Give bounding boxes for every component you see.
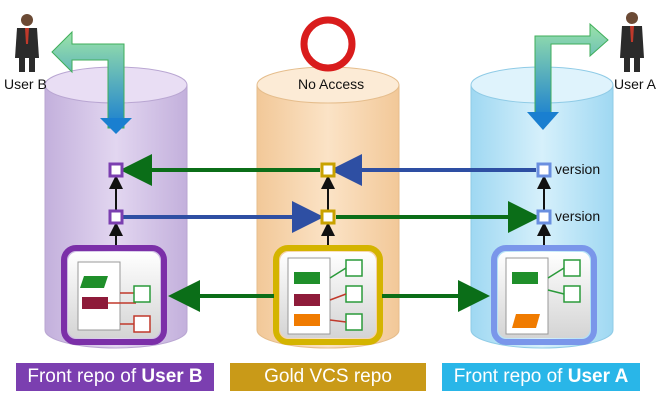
gold-repo-banner: Gold VCS repo [230,363,426,391]
user-a-label: User A [614,76,656,92]
version-label-top: version [555,161,601,177]
user-b-repo-card [61,245,167,345]
user-a-banner-prefix: Front repo of [453,366,568,387]
version-node-b-top [108,162,124,178]
user-b-label: User B [4,76,47,92]
version-node-a-bottom [536,209,552,225]
version-node-a-top [536,162,552,178]
user-b-banner-name: User B [141,366,203,387]
user-a-banner-name: User A [567,366,629,387]
user-a-repo-banner: Front repo of User A [442,363,640,391]
version-node-gold-top [320,162,336,178]
no-access-icon [300,16,356,72]
no-access-label: No Access [298,76,365,92]
version-label-bottom: version [555,208,601,224]
version-node-b-bottom [108,209,124,225]
version-node-gold-bottom [320,209,336,225]
user-a-repo-card [491,245,597,345]
user-b-checkout-arrow-icon [51,30,132,134]
gold-repo-card [273,245,383,345]
user-b-repo-banner: Front repo of User B [16,363,214,391]
user-a-person-icon [620,12,644,72]
user-a-checkout-arrow-icon [527,22,609,130]
user-b-person-icon [15,14,39,72]
user-b-banner-prefix: Front repo of [27,366,142,387]
